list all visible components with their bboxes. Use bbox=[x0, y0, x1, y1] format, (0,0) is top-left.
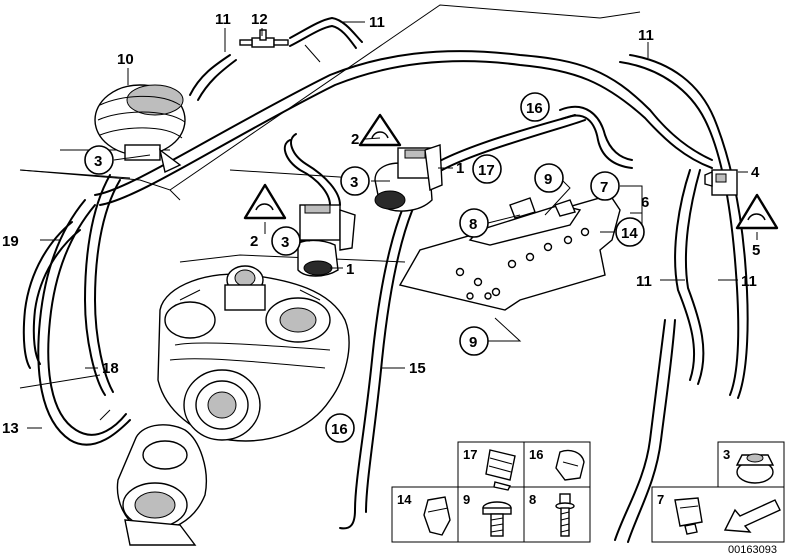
callout-15: 15 bbox=[409, 360, 426, 377]
callout-circle bbox=[325, 413, 355, 443]
callout-circle bbox=[520, 92, 550, 122]
callout-8: 8 bbox=[469, 216, 477, 233]
bolt-part bbox=[482, 501, 512, 537]
clip-part bbox=[485, 449, 516, 491]
grid-label-8: 8 bbox=[529, 492, 536, 507]
warning-triangle-icon bbox=[735, 193, 779, 230]
grid-label-7: 7 bbox=[657, 492, 664, 507]
callout-4: 4 bbox=[751, 164, 760, 181]
callout-11: 11 bbox=[741, 273, 757, 290]
callout-12: 12 bbox=[251, 11, 268, 28]
callout-10: 10 bbox=[117, 51, 134, 68]
stud-part bbox=[555, 493, 575, 537]
callout-labels: 11 12 11 11 10 3 16 2 1 17 3 9 7 6 4 8 1… bbox=[2, 11, 760, 438]
callout-circle bbox=[534, 163, 564, 193]
mounting-bracket bbox=[398, 194, 621, 311]
pressure-converter-upper bbox=[374, 144, 443, 212]
grid-label-14: 14 bbox=[397, 492, 412, 507]
grid-label-3: 3 bbox=[723, 447, 730, 462]
callout-1: 1 bbox=[456, 160, 464, 177]
callout-circle bbox=[340, 166, 370, 196]
reference-lines bbox=[19, 4, 641, 421]
grid-label-9: 9 bbox=[463, 492, 470, 507]
callout-circle bbox=[459, 326, 489, 356]
grid-label-17: 17 bbox=[463, 447, 477, 462]
callout-16: 16 bbox=[526, 100, 543, 117]
callout-2: 2 bbox=[351, 131, 359, 148]
callout-11: 11 bbox=[215, 11, 231, 28]
callout-3: 3 bbox=[94, 153, 102, 170]
callout-circle bbox=[615, 217, 645, 247]
warning-triangle-icon bbox=[243, 183, 287, 220]
callout-3: 3 bbox=[350, 174, 358, 191]
vacuum-canister bbox=[94, 84, 186, 174]
holder-part bbox=[555, 449, 585, 481]
callout-11: 11 bbox=[636, 273, 652, 290]
electric-valve bbox=[704, 169, 738, 196]
callout-6: 6 bbox=[641, 194, 649, 211]
callout-9: 9 bbox=[544, 171, 552, 188]
callout-circle bbox=[271, 226, 301, 256]
callout-9: 9 bbox=[469, 334, 477, 351]
callout-16: 16 bbox=[331, 421, 348, 438]
nut-part bbox=[735, 453, 775, 484]
grid-cell bbox=[523, 486, 591, 543]
callout-circle bbox=[459, 208, 489, 238]
callout-11: 11 bbox=[638, 27, 654, 44]
arrow-icon bbox=[723, 499, 781, 533]
callout-17: 17 bbox=[478, 162, 495, 179]
callout-3: 3 bbox=[281, 234, 289, 251]
callout-circle bbox=[472, 154, 502, 184]
callout-14: 14 bbox=[621, 225, 638, 242]
clamp-part bbox=[423, 496, 451, 536]
turbocharger bbox=[116, 265, 350, 546]
callout-18: 18 bbox=[102, 360, 119, 377]
pressure-converter-lower bbox=[297, 204, 356, 277]
callout-7: 7 bbox=[600, 179, 608, 196]
callout-1: 1 bbox=[346, 261, 354, 278]
grid-cell bbox=[651, 486, 785, 543]
grid-label-16: 16 bbox=[529, 447, 543, 462]
leader-lines bbox=[27, 21, 758, 429]
clip-part bbox=[674, 497, 703, 535]
callout-11: 11 bbox=[369, 14, 385, 31]
small-parts-grid: 17 16 3 14 9 8 7 bbox=[391, 441, 785, 556]
callout-19: 19 bbox=[2, 233, 19, 250]
t-connector bbox=[239, 29, 289, 48]
callout-circle bbox=[84, 145, 114, 175]
callout-5: 5 bbox=[752, 242, 760, 259]
callout-2: 2 bbox=[250, 233, 258, 250]
document-number: 00163093 bbox=[728, 544, 777, 556]
warning-triangle-icon bbox=[358, 113, 402, 147]
callout-circle bbox=[590, 171, 620, 201]
callout-13: 13 bbox=[2, 420, 19, 437]
